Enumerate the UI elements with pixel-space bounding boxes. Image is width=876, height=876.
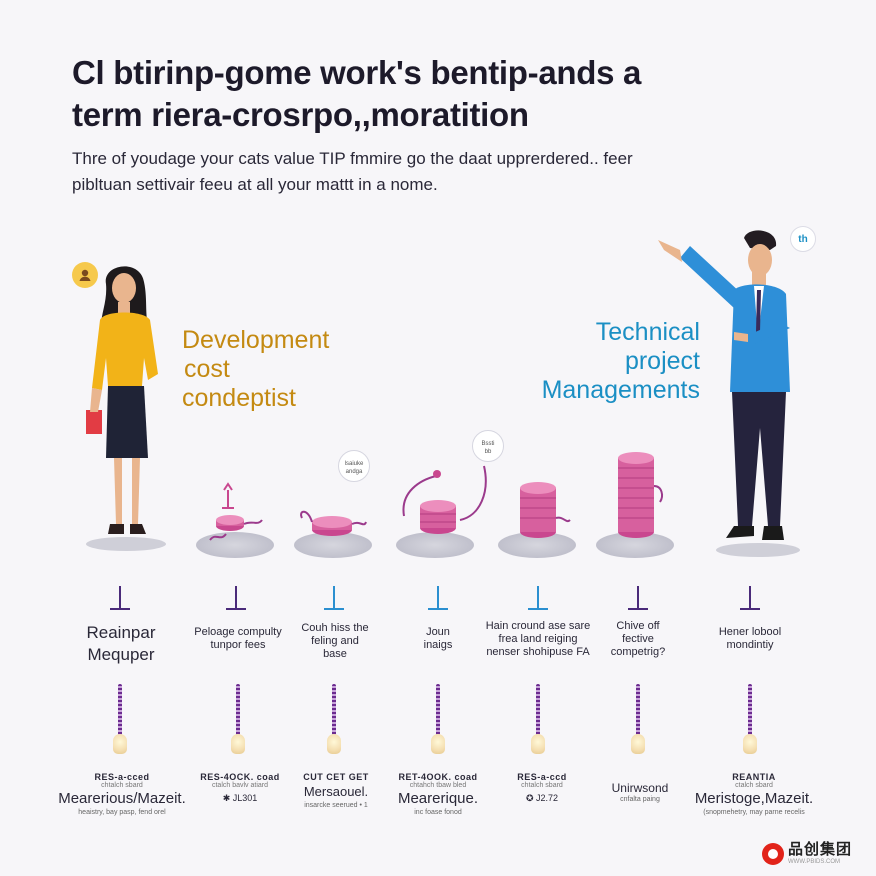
lightbulb-icon bbox=[630, 684, 646, 760]
subtitle-line-1: Thre of youdage your cats value TIP fmmi… bbox=[72, 149, 633, 168]
lightbulb-icon bbox=[112, 684, 128, 760]
page-subtitle: Thre of youdage your cats value TIP fmmi… bbox=[72, 146, 832, 198]
woman-illustration bbox=[86, 266, 166, 551]
step-marker-2 bbox=[226, 586, 246, 610]
step-text-7: Hener lobool mondintiy bbox=[718, 626, 782, 651]
lightbulb-icon bbox=[742, 684, 758, 760]
coin-stack-1 bbox=[209, 482, 263, 541]
step-footer-6: Unirwsond cnfalta paing bbox=[611, 781, 669, 803]
brand-logo: 品创集团 WWW.PBIDS.COM bbox=[762, 840, 870, 868]
step-marker-4 bbox=[428, 586, 448, 610]
step-marker-5 bbox=[528, 586, 548, 610]
platform-3 bbox=[294, 532, 372, 558]
title-line-2: term riera-crosrpo,,moratition bbox=[72, 96, 529, 133]
man-illustration bbox=[658, 230, 800, 557]
step-footer-3: CUT CET GET Mersaouel. insarcke seerued … bbox=[303, 772, 369, 809]
development-label: Development cost condeptist bbox=[182, 326, 330, 412]
step-footer-1: RES-a-cced chtalch sbard Mearerious/Maze… bbox=[58, 772, 186, 816]
brand-mark-icon bbox=[762, 843, 784, 865]
step-text-5: Hain cround ase sare frea land reiging n… bbox=[485, 620, 591, 658]
page-title: Cl btirinp-gome work's bentip-ands a ter… bbox=[72, 52, 832, 136]
step-text-6: Chive off fective competrig? bbox=[610, 620, 666, 658]
step-marker-7 bbox=[740, 586, 760, 610]
th-badge: th bbox=[790, 226, 816, 252]
step-marker-6 bbox=[628, 586, 648, 610]
technical-label: Technical project Managements bbox=[541, 318, 700, 404]
step-text-2: Peloage compulty tunpor fees bbox=[194, 626, 282, 651]
coin-stack-2 bbox=[300, 510, 367, 536]
lightbulb-icon bbox=[530, 684, 546, 760]
step-text-3: Couh hiss the feling and base bbox=[301, 622, 369, 660]
lightbulb-icon bbox=[430, 684, 446, 760]
platform-4 bbox=[396, 532, 474, 558]
coin-stack-3 bbox=[402, 465, 487, 534]
step-marker-3 bbox=[324, 586, 344, 610]
step-footer-4: RET-4OOK. coad chtahch tbaw bled Meareri… bbox=[397, 772, 479, 816]
step-footer-5: RES-a-ccd chtalch sbard ✪ J2.72 bbox=[517, 772, 567, 803]
step-footer-2: RES-4OCK. coad ctalch bavlv atiard ✱ JL3… bbox=[200, 772, 280, 803]
lightbulb-icon bbox=[326, 684, 342, 760]
step-footer-7: REANTIA ctalch sbard Meristoge,Mazeit. (… bbox=[694, 772, 814, 816]
title-line-1: Cl btirinp-gome work's bentip-ands a bbox=[72, 54, 642, 91]
coin-stack-4 bbox=[520, 482, 571, 538]
step-marker-1 bbox=[110, 586, 130, 610]
speech-bubble-1: lsaiuke andga bbox=[338, 450, 370, 482]
user-icon bbox=[72, 262, 98, 288]
lightbulb-icon bbox=[230, 684, 246, 760]
subtitle-line-2: pibltuan settivair feeu at all your matt… bbox=[72, 175, 438, 194]
coin-stack-5 bbox=[618, 452, 663, 538]
speech-bubble-2: Bssti bb bbox=[472, 430, 504, 462]
step-text-4: Joun inaigs bbox=[423, 626, 453, 651]
platform-2 bbox=[196, 532, 274, 558]
step-text-1: Reainpar Mequper bbox=[86, 623, 156, 664]
